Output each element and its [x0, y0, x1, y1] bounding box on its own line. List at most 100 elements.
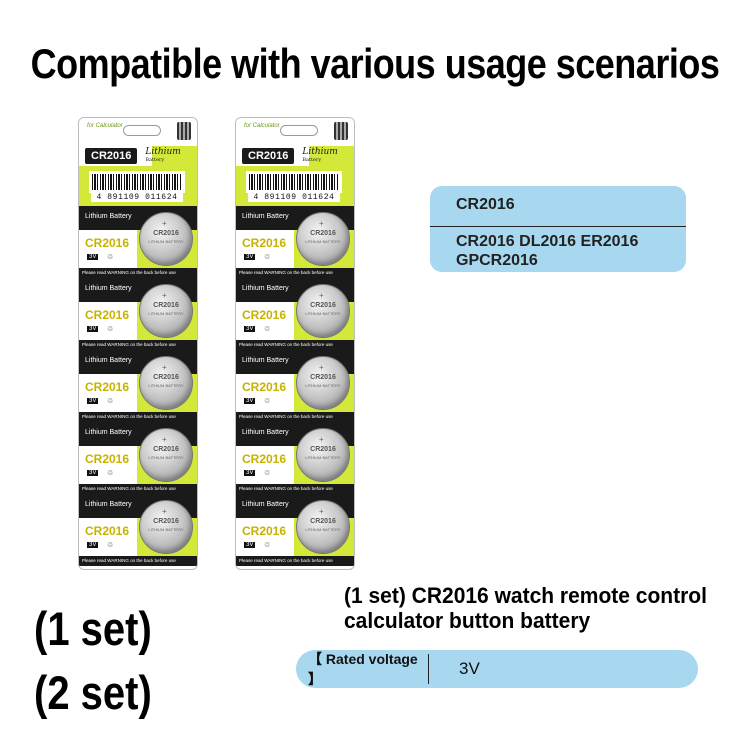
separator [428, 654, 429, 684]
barcode-number: 4 891109 011624 [248, 193, 340, 202]
for-calculator-label: for Calculator [244, 123, 280, 129]
set-option-1: (1 set) [34, 603, 152, 656]
cell-model: CR2016 [85, 524, 130, 538]
recycle-icon: ♲ [264, 542, 271, 549]
cell-warning: Please read WARNING on the back before u… [79, 412, 197, 422]
cell-model: CR2016 [85, 380, 130, 394]
cell-voltage: 3V [87, 542, 99, 548]
rated-voltage-value: 3V [459, 659, 480, 678]
cell-model: CR2016 [85, 236, 130, 250]
recycle-icon: ♲ [107, 470, 114, 477]
cell-model: CR2016 [242, 308, 287, 322]
barcode [89, 171, 185, 193]
cell-warning: Please read WARNING on the back before u… [79, 268, 197, 278]
cell-warning: Please read WARNING on the back before u… [236, 412, 354, 422]
barcode-number: 4 891109 011624 [91, 193, 183, 202]
set-option-2: (2 set) [34, 667, 152, 720]
cell-warning: Please read WARNING on the back before u… [236, 556, 354, 566]
cell-voltage: 3V [244, 326, 256, 332]
cell-model: CR2016 [242, 452, 287, 466]
cell-voltage: 3V [87, 470, 99, 476]
cell-model: CR2016 [242, 236, 287, 250]
cell-label: Lithium Battery [85, 213, 132, 220]
cell-voltage: 3V [244, 470, 256, 476]
hang-hole [280, 125, 318, 136]
cell-label: Lithium Battery [85, 285, 132, 292]
cell-label: Lithium Battery [85, 357, 132, 364]
cell-label: Lithium Battery [242, 429, 289, 436]
cell-warning: Please read WARNING on the back before u… [79, 556, 197, 566]
pack-header: for Calculator [236, 118, 354, 146]
recycle-icon: ♲ [264, 470, 271, 477]
rated-voltage-bar: 【 Rated voltage 】 3V [296, 650, 698, 688]
recycle-icon: ♲ [107, 254, 114, 261]
cell-label: Lithium Battery [242, 285, 289, 292]
headline: Compatible with various usage scenarios [30, 40, 720, 88]
cell-voltage: 3V [244, 542, 256, 548]
barcode-area: 4 891109 011624 [79, 166, 197, 206]
cell-voltage: 3V [87, 326, 99, 332]
cell-warning: Please read WARNING on the back before u… [79, 340, 197, 350]
brand-model: CR2016 [85, 148, 138, 164]
recycle-icon: ♲ [107, 326, 114, 333]
pack-header: for Calculator [79, 118, 197, 146]
recycle-icon: ♲ [264, 254, 271, 261]
recycle-icon: ♲ [107, 542, 114, 549]
recycle-icon: ♲ [264, 326, 271, 333]
cell-label: Lithium Battery [85, 429, 132, 436]
barcode-area: 4 891109 011624 [236, 166, 354, 206]
cell-warning: Please read WARNING on the back before u… [236, 340, 354, 350]
cell-label: Lithium Battery [242, 501, 289, 508]
calculator-icon [177, 122, 191, 140]
cell-voltage: 3V [87, 398, 99, 404]
calculator-icon [334, 122, 348, 140]
cell-label: Lithium Battery [242, 357, 289, 364]
cell-model: CR2016 [242, 380, 287, 394]
cell-model: CR2016 [242, 524, 287, 538]
cell-warning: Please read WARNING on the back before u… [236, 268, 354, 278]
compatibility-box: CR2016 CR2016 DL2016 ER2016 GPCR2016 [430, 186, 686, 272]
product-description: (1 set) CR2016 watch remote control calc… [344, 584, 707, 634]
set-options: (1 set) (2 set) [34, 598, 152, 725]
compatible-models: CR2016 DL2016 ER2016 GPCR2016 [456, 233, 639, 269]
cell-warning: Please read WARNING on the back before u… [236, 484, 354, 494]
recycle-icon: ♲ [107, 398, 114, 405]
cell-label: Lithium Battery [85, 501, 132, 508]
recycle-icon: ♲ [264, 398, 271, 405]
for-calculator-label: for Calculator [87, 123, 123, 129]
barcode [246, 171, 342, 193]
cell-model: CR2016 [85, 452, 130, 466]
brand-model: CR2016 [242, 148, 295, 164]
cell-voltage: 3V [244, 254, 256, 260]
model-title: CR2016 [456, 196, 515, 213]
divider [430, 226, 686, 227]
cell-model: CR2016 [85, 308, 130, 322]
cell-label: Lithium Battery [242, 213, 289, 220]
